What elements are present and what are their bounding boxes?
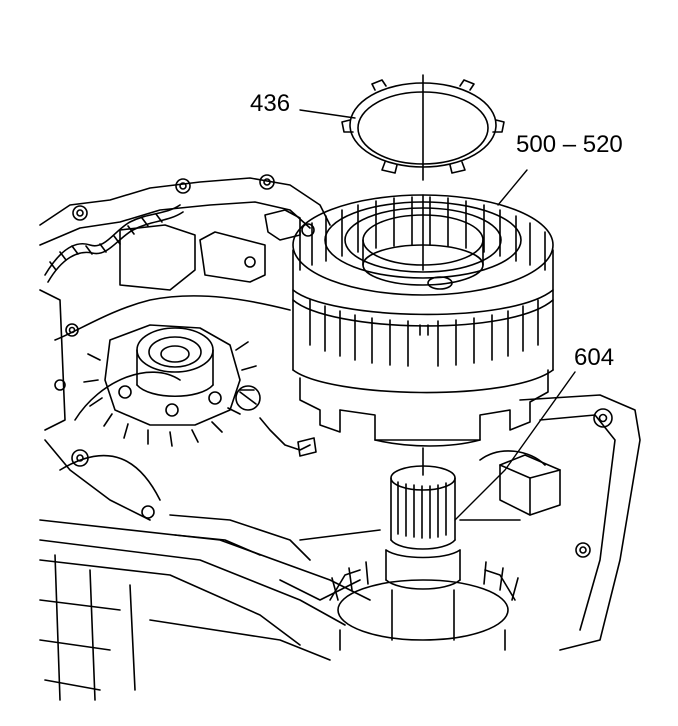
leader-500-520	[497, 169, 528, 206]
callout-436: 436	[250, 90, 291, 117]
leader-436	[299, 109, 356, 119]
clutch-housing-assembly	[292, 74, 554, 476]
transmission-case	[39, 174, 641, 701]
callout-604: 604	[574, 344, 615, 371]
snap-ring	[341, 79, 505, 174]
input-shaft	[329, 465, 519, 651]
leader-604	[454, 371, 576, 521]
leader-lines	[299, 109, 576, 521]
callout-500-520: 500 – 520	[516, 131, 623, 158]
pump-stator	[83, 324, 317, 457]
